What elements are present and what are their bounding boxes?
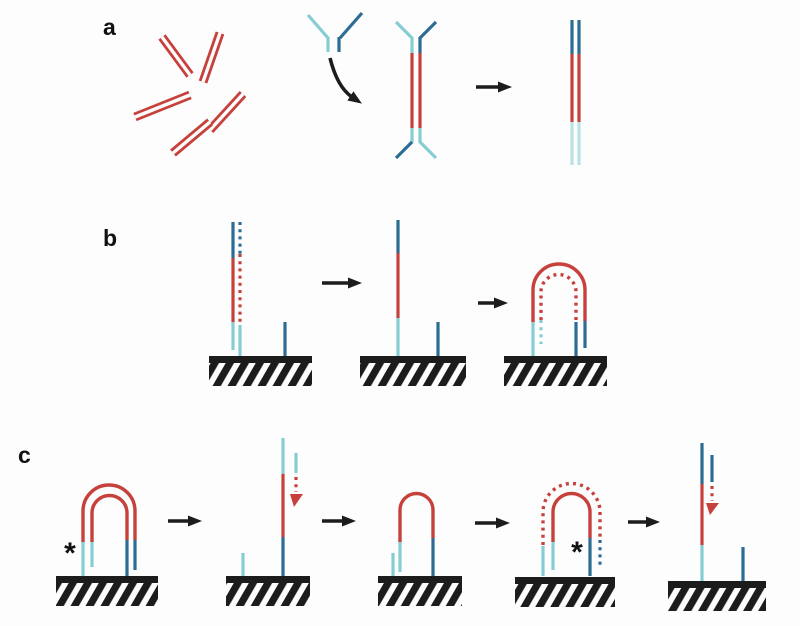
flow-cell-surface — [668, 581, 766, 611]
denatured-templates — [570, 20, 581, 165]
dna-fragment — [133, 90, 192, 122]
cleavage-site-asterisk: * — [571, 536, 583, 569]
flow-cell-surface — [378, 576, 462, 606]
panel-c-label: c — [18, 442, 31, 468]
dna-fragment — [198, 31, 225, 84]
dna-fragment — [158, 34, 194, 78]
panel-b-label: b — [103, 225, 117, 251]
flow-cell-surface — [360, 356, 466, 386]
attached-single-strand — [396, 220, 440, 356]
flow-cell-surface — [515, 577, 615, 607]
linearized-strand-read-2 — [700, 443, 745, 581]
panel-a: a — [103, 11, 581, 165]
bridge-amplification — [531, 262, 587, 356]
template-hybridized-to-surface-primer — [231, 222, 287, 356]
second-strand-synthesis-bridge: * — [541, 481, 602, 576]
panel-c: c * — [18, 438, 766, 611]
dna-fragment — [206, 90, 247, 134]
synthesis-arrowhead — [706, 503, 719, 515]
flow-cell-surface — [56, 576, 158, 606]
panel-b: b — [103, 220, 607, 386]
new-strand-dotted — [539, 272, 578, 320]
adapter-ligated-fragment — [394, 20, 438, 160]
flow-cell-surface — [504, 356, 607, 386]
flow-cell-surface — [226, 576, 310, 606]
panel-a-label: a — [103, 14, 116, 40]
dna-fragment — [170, 118, 213, 157]
double-stranded-bridge: * — [64, 483, 137, 576]
refolded-bridge — [391, 491, 435, 576]
y-adapter — [306, 11, 364, 52]
synthesis-arrowhead — [290, 494, 303, 507]
dna-fragments — [133, 31, 247, 157]
linearized-strand-read-1 — [241, 438, 303, 576]
flow-cell-surface — [209, 356, 312, 386]
curved-arrow — [328, 57, 362, 104]
cleavage-site-asterisk: * — [64, 537, 76, 570]
